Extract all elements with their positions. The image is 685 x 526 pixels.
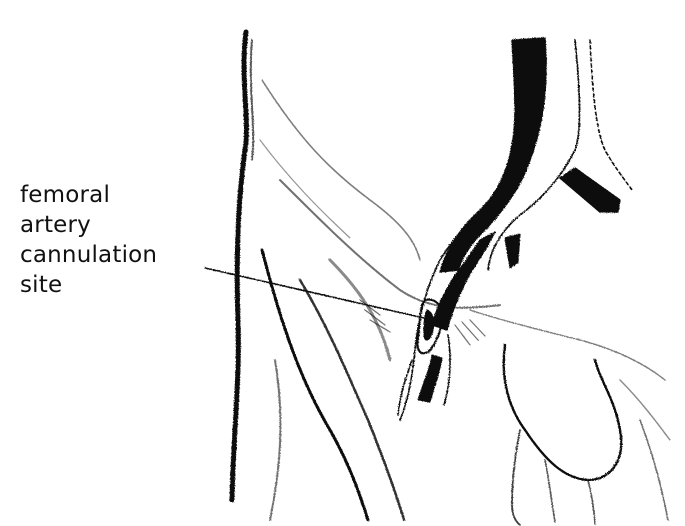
cannulation-opening-inner (424, 310, 434, 340)
label-line-2: artery (20, 210, 157, 240)
hip-outline (232, 32, 246, 500)
hip-outline-shade (251, 40, 253, 160)
annotation-label: femoral artery cannulation site (20, 180, 157, 300)
perineal-shading (620, 380, 670, 440)
circumflex-branch (505, 234, 520, 268)
label-line-1: femoral (20, 180, 157, 210)
pubic-curve (470, 310, 665, 380)
abdomen-contour-2 (260, 140, 350, 238)
medial-thigh-right (640, 420, 668, 520)
genital-outline-2 (512, 430, 520, 525)
thigh-muscle-line-2 (300, 280, 404, 520)
label-line-3: cannulation (20, 240, 157, 270)
epigastric-branch (560, 168, 620, 212)
genital-outline (504, 345, 622, 480)
thigh-muscle-line-3 (270, 360, 280, 520)
abdomen-contour (262, 80, 420, 260)
peritoneum-dashed (590, 40, 632, 190)
femoral-artery-lower (418, 355, 442, 402)
scrotal-fold (545, 460, 555, 522)
genital-outline-3 (588, 480, 595, 524)
femoral-vessel-lower-right (444, 335, 450, 405)
label-line-4: site (20, 270, 157, 300)
